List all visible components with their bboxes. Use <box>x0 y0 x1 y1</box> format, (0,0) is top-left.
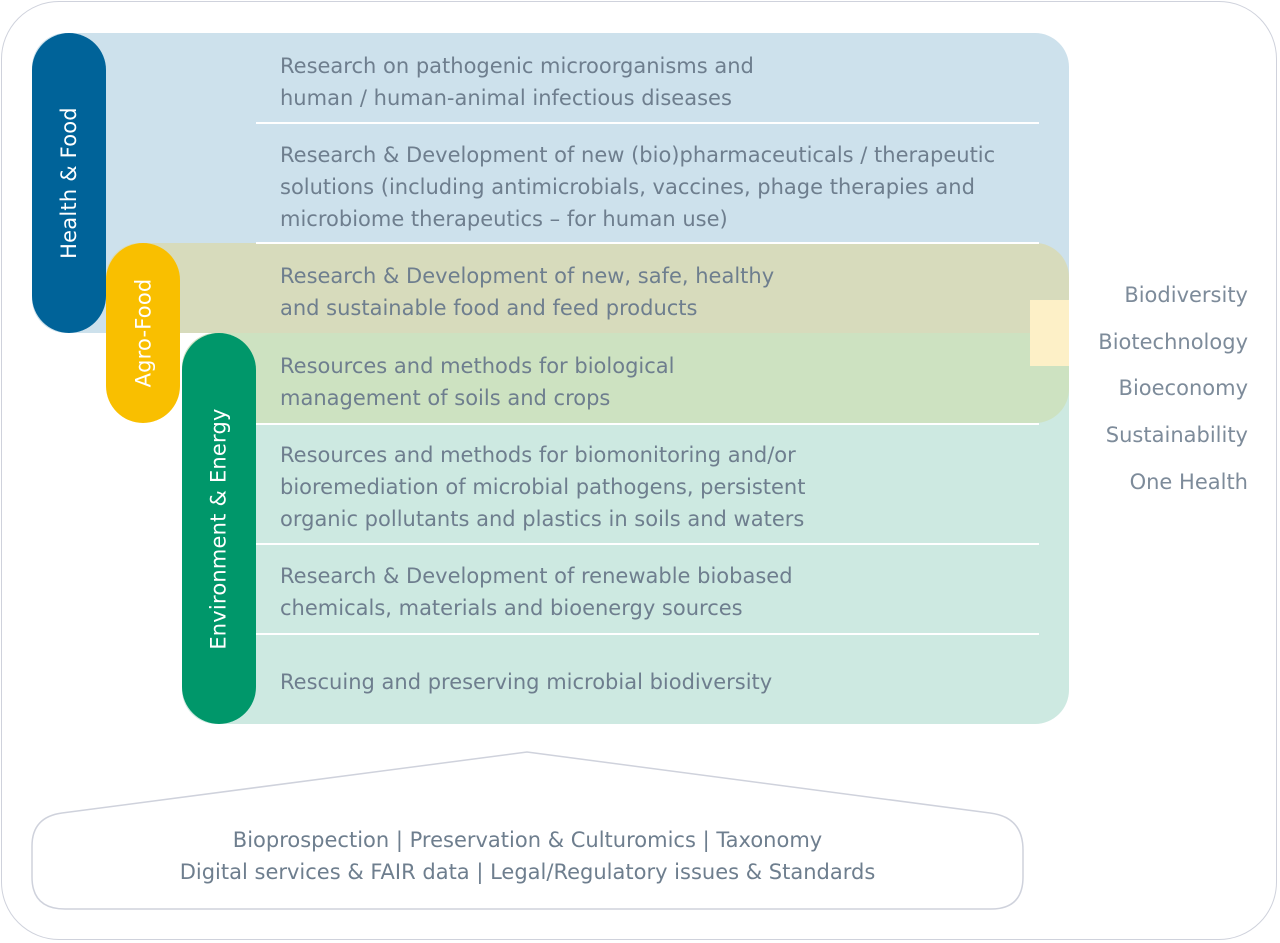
divider <box>256 633 1039 635</box>
keyword-list: Biodiversity Biotechnology Bioeconomy Su… <box>1098 272 1248 506</box>
keyword-biotechnology: Biotechnology <box>1098 329 1248 354</box>
divider <box>256 543 1039 545</box>
item-biomonitoring: Resources and methods for biomonitoring … <box>280 439 805 535</box>
agro-food-pill: Agro-Food <box>106 243 180 423</box>
item-line: Research & Development of new, safe, hea… <box>280 264 775 288</box>
divider <box>256 423 1039 425</box>
foundation-line-2: Digital services & FAIR data | Legal/Reg… <box>179 860 876 884</box>
item-biobased-chemicals: Research & Development of renewable biob… <box>280 560 793 624</box>
environment-energy-pill: Environment & Energy <box>182 333 256 724</box>
agro-environment-overlap-band <box>182 333 1069 423</box>
foundation-text: Bioprospection | Preservation & Culturom… <box>32 824 1023 888</box>
item-soils-crops: Resources and methods for biological man… <box>280 350 674 414</box>
divider <box>256 122 1039 124</box>
item-food-feed-products: Research & Development of new, safe, hea… <box>280 260 774 324</box>
item-pathogenic-research: Research on pathogenic microorganisms an… <box>280 50 754 114</box>
item-line: Research & Development of new (bio)pharm… <box>280 143 996 167</box>
keyword-one-health: One Health <box>1129 469 1248 494</box>
divider <box>256 242 1039 244</box>
item-line: solutions (including antimicrobials, vac… <box>280 175 975 199</box>
keyword-biodiversity: Biodiversity <box>1124 283 1248 307</box>
agro-food-band <box>106 243 1069 333</box>
item-line: management of soils and crops <box>280 386 611 410</box>
item-line: Research & Development of renewable biob… <box>280 564 793 588</box>
item-line: chemicals, materials and bioenergy sourc… <box>280 596 743 620</box>
foundation-line-1: Bioprospection | Preservation & Culturom… <box>232 828 823 852</box>
band-overlap-highlight <box>1030 300 1069 366</box>
item-line: and sustainable food and feed products <box>280 296 698 320</box>
health-food-pill: Health & Food <box>32 33 106 333</box>
item-line: microbiome therapeutics – for human use) <box>280 207 728 231</box>
keyword-bioeconomy: Bioeconomy <box>1118 376 1248 401</box>
item-microbial-biodiversity: Rescuing and preserving microbial biodiv… <box>280 666 772 698</box>
item-biopharmaceuticals: Research & Development of new (bio)pharm… <box>280 139 995 235</box>
item-line: Resources and methods for biomonitoring … <box>280 443 796 467</box>
keyword-sustainability: Sustainability <box>1105 423 1248 448</box>
item-line: human / human-animal infectious diseases <box>280 86 732 110</box>
item-line: Resources and methods for biological <box>280 354 675 378</box>
item-line: organic pollutants and plastics in soils… <box>280 507 805 531</box>
item-line: Research on pathogenic microorganisms an… <box>280 54 754 78</box>
item-line: bioremediation of microbial pathogens, p… <box>280 475 806 499</box>
item-line: Rescuing and preserving microbial biodiv… <box>280 670 773 694</box>
